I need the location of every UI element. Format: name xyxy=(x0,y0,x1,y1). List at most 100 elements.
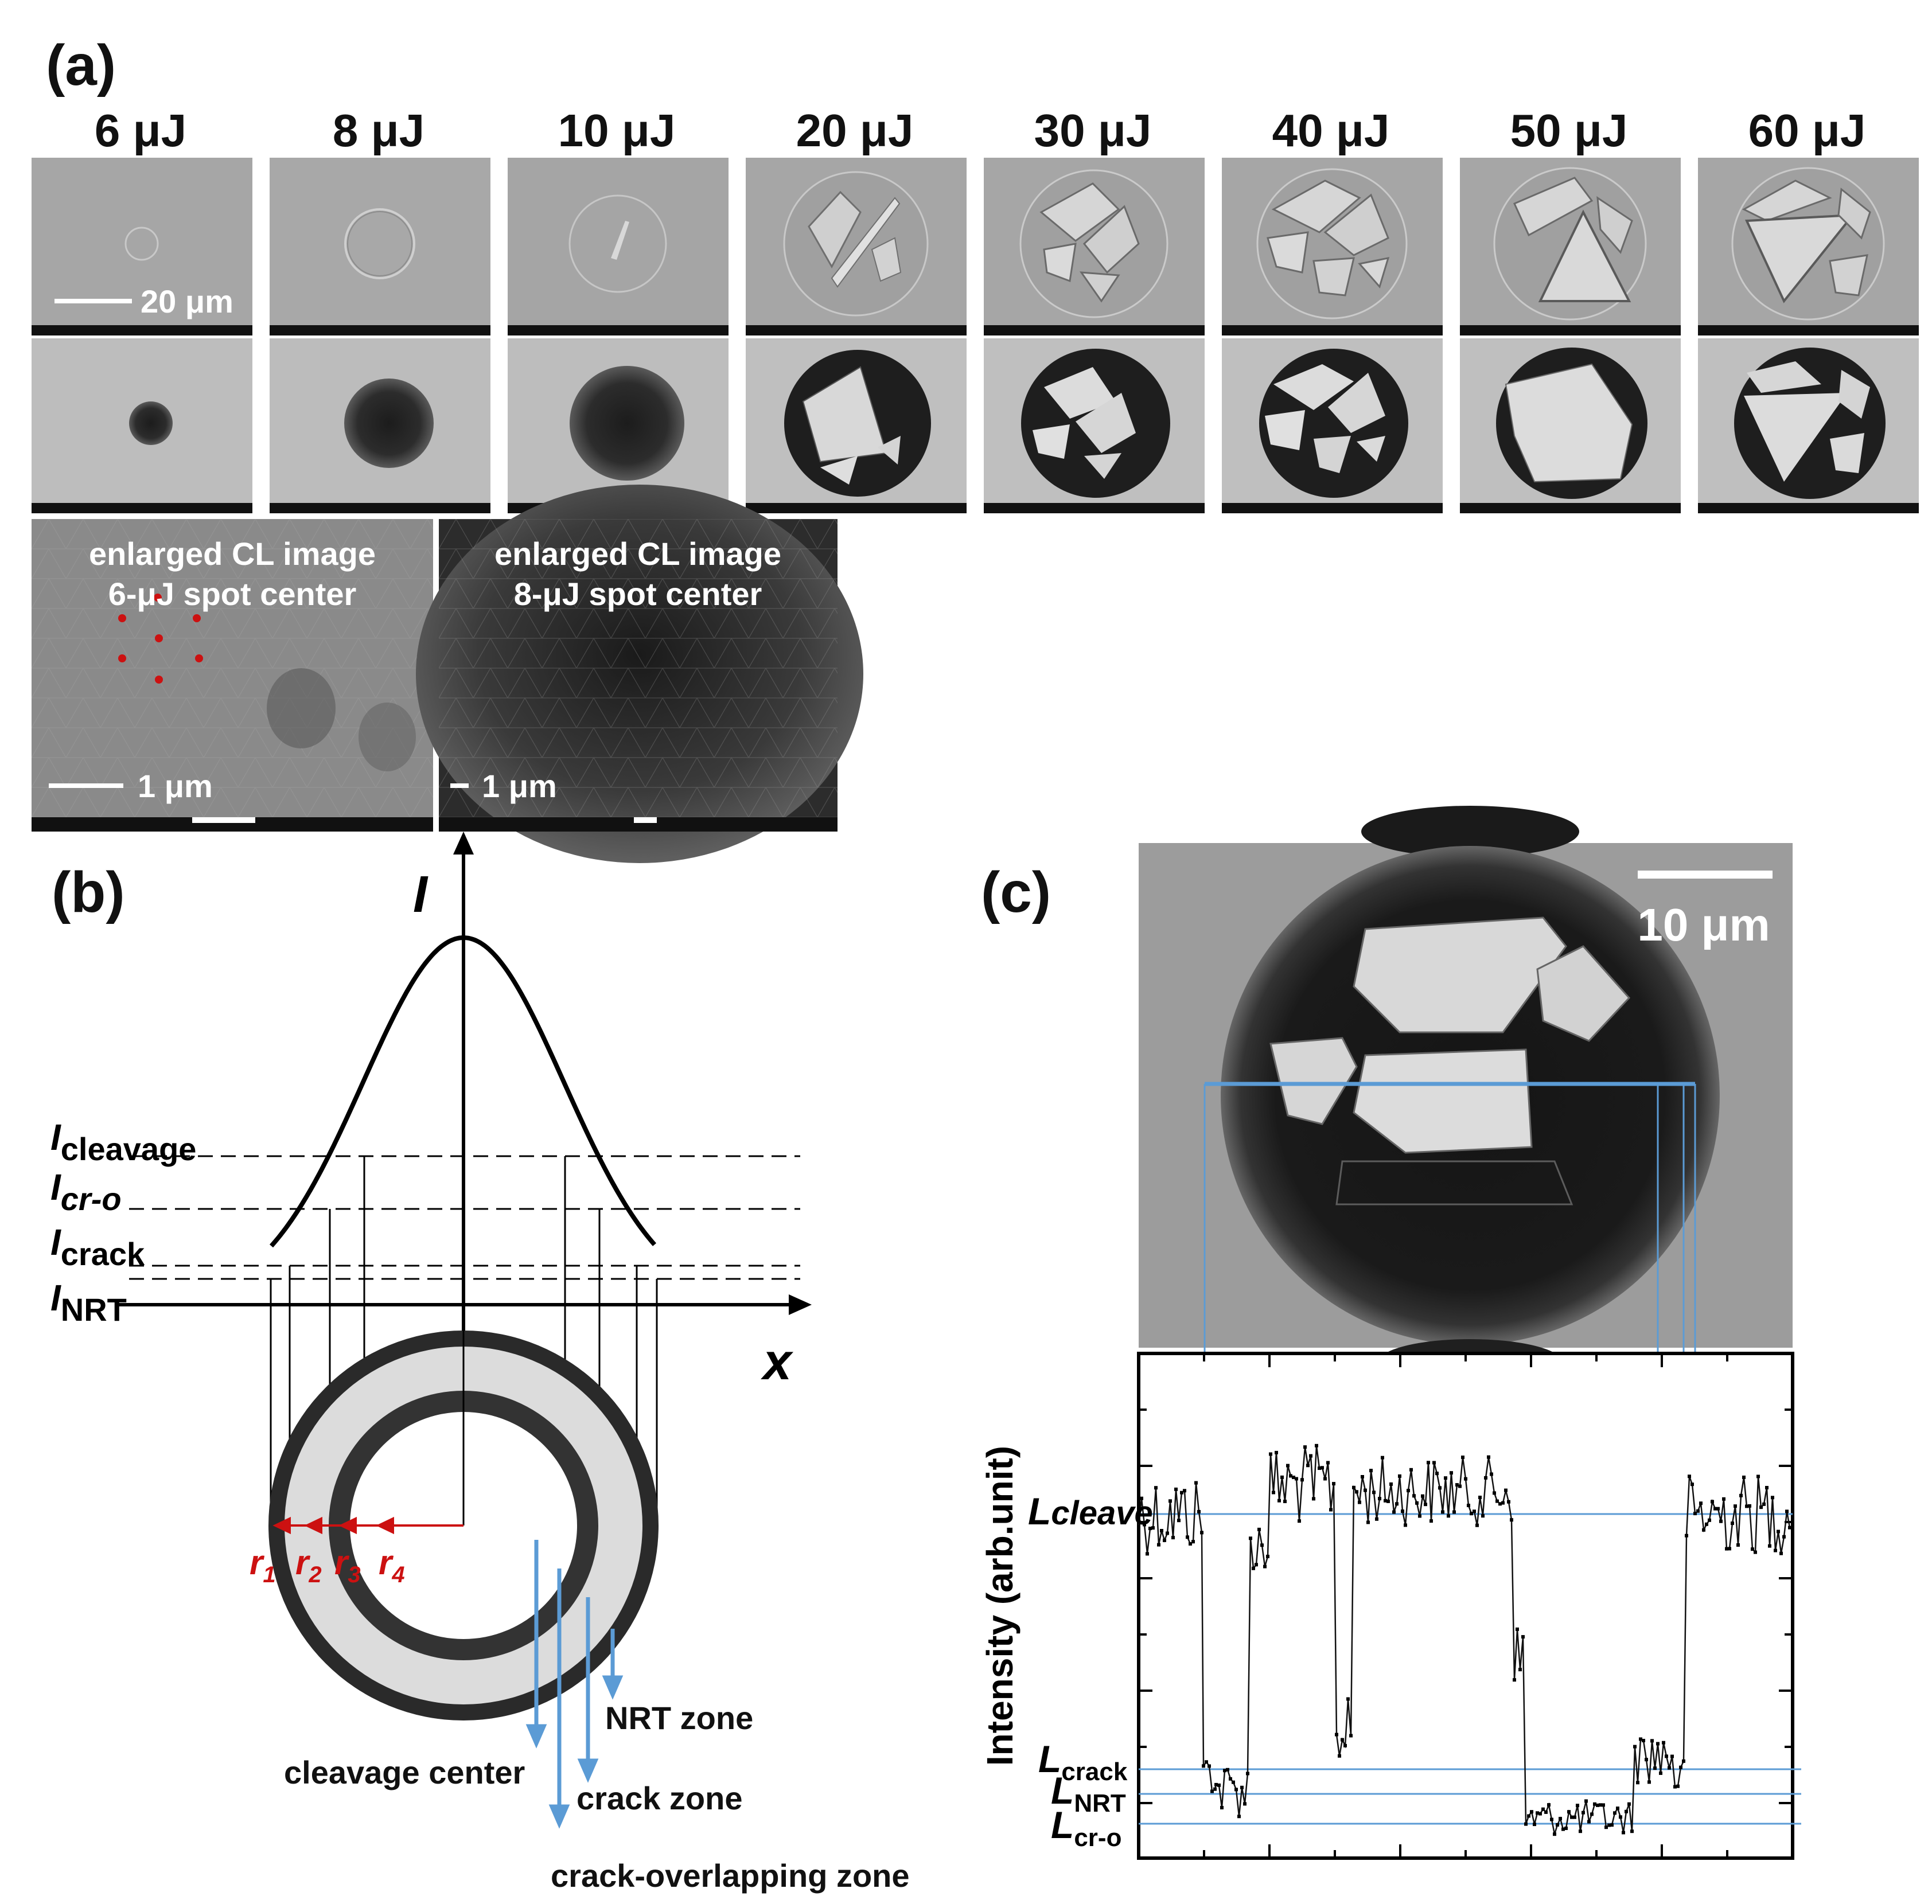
scan-point xyxy=(1553,1832,1556,1836)
intensity-points xyxy=(1137,1443,1791,1836)
scan-point xyxy=(1213,1787,1217,1791)
enlarged-8-line2: 8-μJ spot center xyxy=(514,576,762,612)
scan-point xyxy=(1292,1476,1295,1480)
scan-point xyxy=(1513,1678,1516,1682)
scan-point xyxy=(1458,1484,1462,1488)
lattice-markers xyxy=(118,594,203,684)
plot-ticks xyxy=(1139,1353,1793,1858)
sem-image-6: 20 μm xyxy=(32,158,252,335)
plot-level-cleave: Lcleave xyxy=(1028,1490,1153,1532)
scan-point xyxy=(1527,1814,1530,1818)
scan-point xyxy=(1148,1527,1152,1531)
scan-point xyxy=(1335,1733,1338,1737)
scan-point xyxy=(1415,1501,1419,1505)
scan-point xyxy=(1616,1807,1619,1811)
scan-point xyxy=(1736,1543,1740,1547)
scan-point xyxy=(1573,1815,1576,1819)
scan-point xyxy=(1210,1789,1214,1793)
scan-point xyxy=(1205,1760,1208,1764)
cl-image-8 xyxy=(270,338,490,513)
scan-point xyxy=(1636,1781,1639,1785)
scan-point xyxy=(1619,1815,1622,1819)
scan-point xyxy=(1272,1491,1275,1495)
scan-point xyxy=(1538,1812,1542,1816)
scan-point xyxy=(1160,1529,1163,1532)
scan-point xyxy=(1369,1469,1373,1473)
radius-r4: r4 xyxy=(379,1543,405,1587)
scan-point xyxy=(1306,1464,1310,1468)
scan-point xyxy=(1464,1477,1467,1481)
scan-point xyxy=(1484,1476,1487,1480)
scan-point xyxy=(1662,1741,1665,1745)
scan-point xyxy=(1659,1771,1662,1775)
scan-point xyxy=(1174,1487,1178,1491)
scan-point xyxy=(1705,1522,1708,1526)
scan-point xyxy=(1163,1538,1166,1542)
schematic: I x Icleavage Icr-o Icrack INRT xyxy=(50,832,910,1894)
scan-point xyxy=(1699,1501,1703,1505)
zone-label-nrt: NRT zone xyxy=(605,1700,753,1736)
scan-point xyxy=(1332,1482,1335,1486)
energy-label-6: 6 μJ xyxy=(95,105,186,156)
scan-point xyxy=(1656,1742,1660,1746)
scan-point xyxy=(1596,1803,1599,1807)
scan-point xyxy=(1579,1829,1582,1833)
scan-point xyxy=(1593,1802,1596,1806)
scan-point xyxy=(1768,1544,1771,1548)
scan-point xyxy=(1364,1488,1367,1492)
energy-label-60: 60 μJ xyxy=(1748,105,1866,156)
scan-point xyxy=(1478,1496,1482,1499)
panel-a-label: (a) xyxy=(46,33,116,97)
scan-point xyxy=(1234,1788,1238,1792)
scan-point xyxy=(1530,1810,1533,1814)
scan-point xyxy=(1429,1519,1433,1523)
scan-point xyxy=(1226,1768,1229,1772)
scan-point xyxy=(1255,1563,1258,1567)
zone-pointers xyxy=(525,1540,624,1829)
scan-point xyxy=(1418,1514,1421,1518)
plot-level-lines xyxy=(1139,1513,1801,1825)
scan-point xyxy=(1197,1509,1201,1513)
scan-point xyxy=(1386,1499,1390,1503)
scan-point xyxy=(1524,1822,1528,1826)
scan-point xyxy=(1260,1543,1264,1547)
cl-image-20 xyxy=(746,338,967,513)
scan-point xyxy=(1688,1474,1691,1478)
scan-point xyxy=(1653,1766,1657,1770)
scan-point xyxy=(1257,1527,1261,1531)
scan-point xyxy=(1481,1514,1485,1518)
scan-point xyxy=(1788,1525,1791,1530)
scan-point xyxy=(1444,1476,1447,1480)
scan-point xyxy=(1670,1754,1674,1758)
scan-point xyxy=(1734,1504,1737,1508)
x-axis-label: x xyxy=(761,1333,794,1391)
scan-point xyxy=(1246,1772,1249,1776)
cl-image-50 xyxy=(1460,338,1681,513)
scan-point xyxy=(1756,1474,1760,1478)
scan-point xyxy=(1556,1823,1559,1827)
scan-point xyxy=(1475,1523,1479,1527)
scan-point xyxy=(1576,1804,1579,1808)
scan-point xyxy=(1404,1523,1407,1527)
scan-point xyxy=(1321,1466,1324,1470)
scan-point xyxy=(1665,1754,1668,1758)
scan-point xyxy=(1610,1823,1614,1827)
scan-point xyxy=(1782,1535,1786,1539)
scan-point xyxy=(1711,1500,1714,1504)
scan-point xyxy=(1352,1485,1355,1489)
sem-image-8 xyxy=(270,158,490,335)
scan-point xyxy=(1495,1499,1499,1503)
scan-point xyxy=(1361,1475,1364,1478)
scan-point xyxy=(1602,1803,1605,1807)
scan-point xyxy=(1487,1455,1490,1459)
energy-label-8: 8 μJ xyxy=(333,105,424,156)
scan-point xyxy=(1312,1497,1315,1501)
scan-point xyxy=(1607,1823,1611,1827)
scan-point xyxy=(1358,1500,1361,1504)
cl-image-40 xyxy=(1222,338,1443,513)
scan-point xyxy=(1283,1500,1287,1503)
scan-point xyxy=(1713,1507,1717,1511)
scan-point xyxy=(1217,1783,1221,1787)
scan-point xyxy=(1550,1817,1553,1821)
scan-point xyxy=(1191,1540,1195,1544)
